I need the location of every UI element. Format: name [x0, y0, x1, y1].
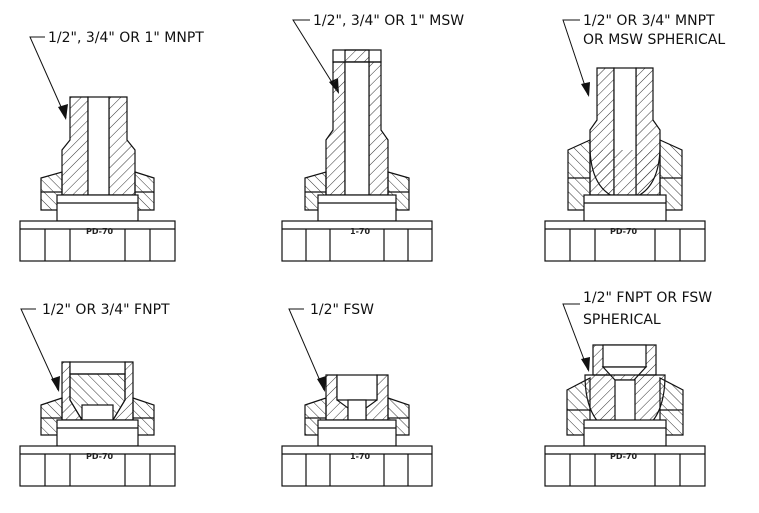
- arrowhead-icon: [581, 357, 590, 372]
- body-stamp: PD-70: [610, 227, 638, 236]
- arrowhead-icon: [581, 82, 590, 97]
- fitting-label: 1/2" OR 3/4" FNPT: [42, 302, 170, 318]
- arrowhead-icon: [58, 104, 68, 120]
- body-stamp: 1-70: [350, 452, 370, 461]
- leader-line: [288, 308, 325, 391]
- fitting-body: [19, 96, 176, 262]
- fitting-fsw: 1/2" FSW 1-70: [281, 302, 433, 487]
- body-stamp: 1-70: [350, 227, 370, 236]
- leader-line: [562, 19, 589, 96]
- leader-line: [292, 19, 339, 93]
- fitting-label-line-2: OR MSW SPHERICAL: [583, 32, 725, 48]
- fitting-mnpt-msw-spherical: 1/2" OR 3/4" MNPT OR MSW SPHERICAL PD-70: [544, 13, 725, 262]
- fitting-body: [544, 67, 706, 262]
- fitting-body: [281, 374, 433, 487]
- body-stamp: PD-70: [86, 452, 114, 461]
- fitting-mnpt: 1/2", 3/4" OR 1" MNPT PD-70: [19, 30, 204, 262]
- fitting-fnpt-fsw-spherical: 1/2" FNPT OR FSW SPHERICAL: [544, 290, 712, 487]
- arrowhead-icon: [317, 376, 326, 392]
- fitting-msw: 1/2", 3/4" OR 1" MSW 1-70: [281, 13, 464, 262]
- fitting-body: [19, 361, 176, 487]
- fitting-label: 1/2" FSW: [310, 302, 374, 318]
- fitting-label-line-1: 1/2" FNPT OR FSW: [583, 290, 712, 306]
- leader-line: [29, 36, 67, 119]
- fitting-label: 1/2", 3/4" OR 1" MNPT: [48, 30, 204, 46]
- fitting-body: [281, 49, 433, 262]
- leader-line: [562, 303, 589, 371]
- fitting-label-line-1: 1/2" OR 3/4" MNPT: [583, 13, 715, 29]
- fitting-label: 1/2", 3/4" OR 1" MSW: [313, 13, 464, 29]
- leader-line: [20, 308, 59, 391]
- arrowhead-icon: [51, 376, 60, 392]
- fitting-label-line-2: SPHERICAL: [583, 312, 661, 328]
- fitting-body: [544, 344, 706, 487]
- body-stamp: PD-70: [610, 452, 638, 461]
- fitting-fnpt: 1/2" OR 3/4" FNPT PD-70: [19, 302, 176, 487]
- body-stamp: PD-70: [86, 227, 114, 236]
